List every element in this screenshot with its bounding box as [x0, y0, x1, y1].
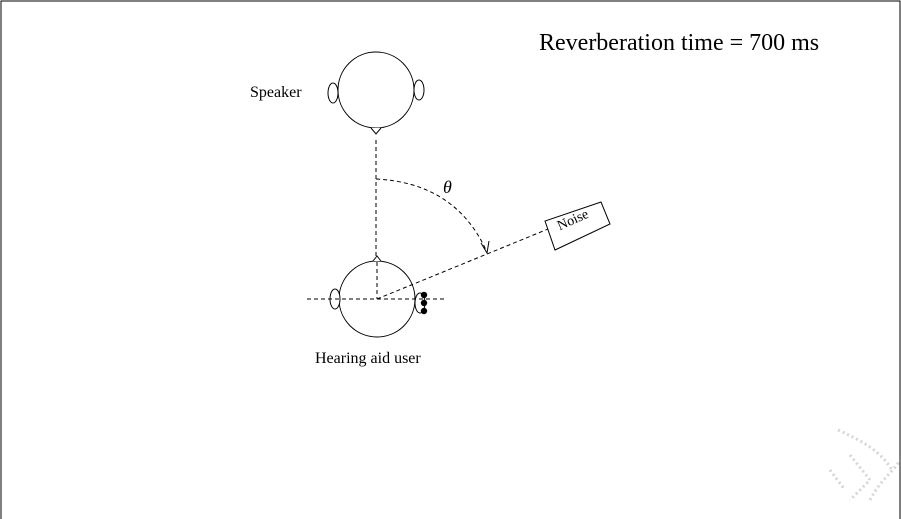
speaker-left-ear	[327, 82, 339, 104]
reverberation-time-label: Reverberation time = 700 ms	[539, 30, 820, 56]
hearing-aid-user-label: Hearing aid user	[315, 350, 421, 367]
angle-theta-label: θ	[443, 177, 452, 197]
noise-source	[544, 201, 611, 251]
listener-head	[329, 255, 426, 338]
speaker-label: Speaker	[250, 84, 302, 101]
listener-nose	[372, 255, 382, 262]
noise-direction-line	[376, 226, 554, 300]
hearing-aid-microphones	[420, 291, 428, 315]
speaker-head	[327, 51, 425, 135]
watermark	[828, 428, 901, 502]
speaker-right-ear	[413, 79, 425, 101]
speaker-nose	[370, 127, 382, 135]
angle-arc	[375, 178, 487, 251]
angle-arrowhead	[480, 240, 490, 255]
